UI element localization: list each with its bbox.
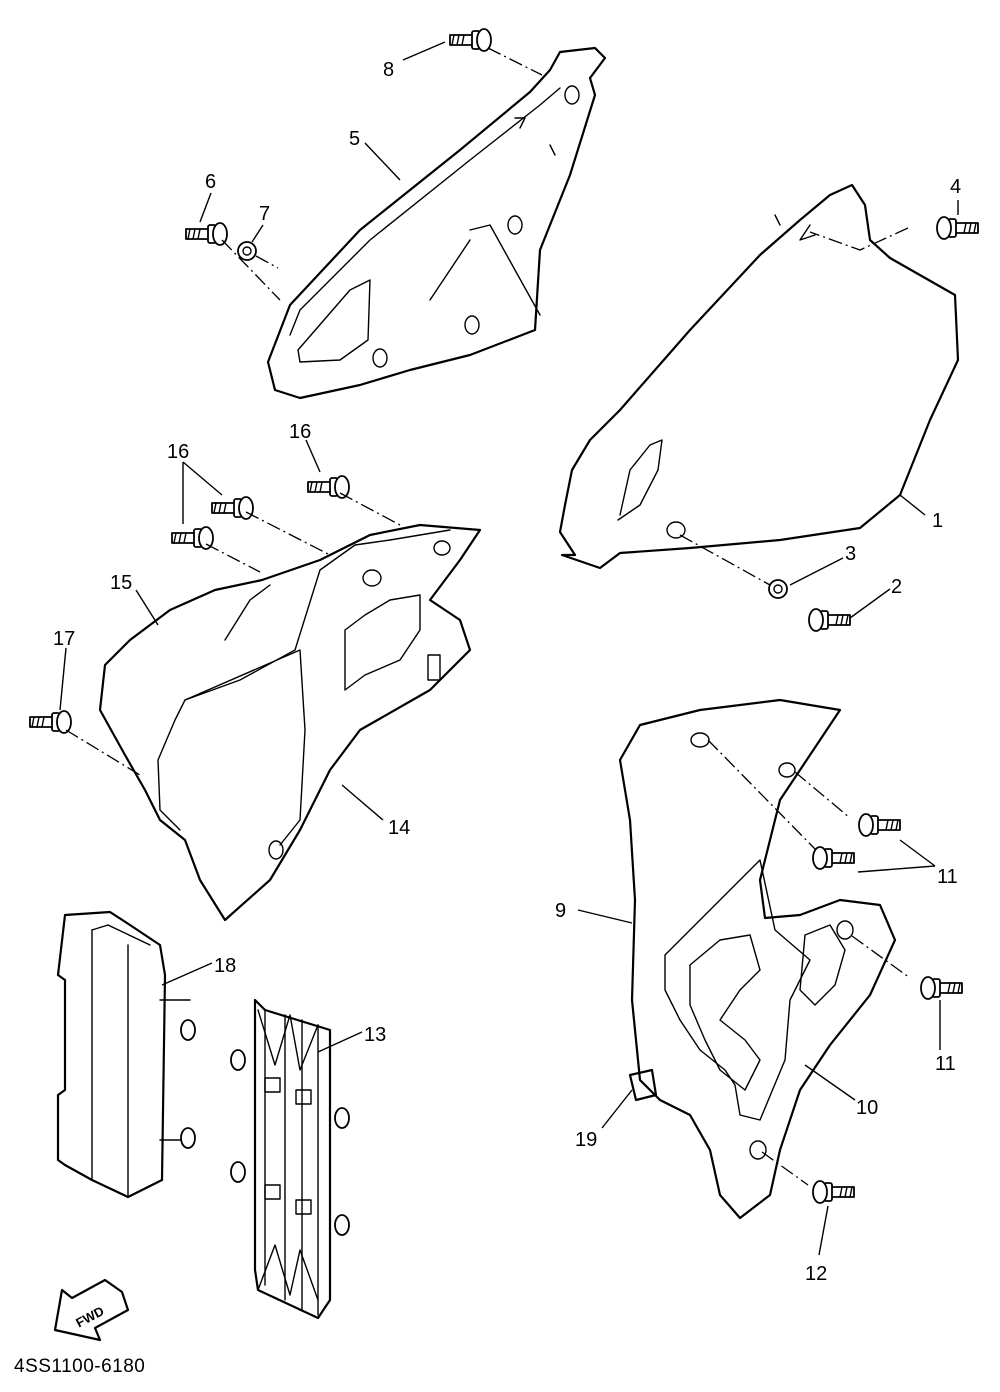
part-6-bolt — [185, 222, 228, 246]
callout-1: 1 — [932, 510, 943, 532]
callout-13: 13 — [364, 1024, 386, 1046]
callout-16-left: 16 — [167, 441, 189, 463]
callout-8: 8 — [383, 59, 394, 81]
part-1-right-side-cover — [558, 183, 960, 570]
callout-3: 3 — [845, 543, 856, 565]
callout-14: 14 — [388, 817, 410, 839]
callout-11-top: 11 — [937, 866, 958, 888]
fwd-arrow: FWD — [53, 1278, 130, 1342]
part-7-collar — [237, 241, 257, 261]
callouts: 8 5 6 7 4 1 3 2 16 16 15 17 14 11 9 11 1… — [53, 59, 961, 1285]
part-18-radiator-guard — [56, 910, 196, 1199]
part-5-upper-side-cover — [266, 46, 607, 400]
callout-12: 12 — [805, 1263, 827, 1285]
leader-lines — [59, 41, 959, 1256]
part-12-bolt — [812, 1180, 855, 1204]
part-19-clip-nut — [628, 1068, 658, 1102]
part-11-bolt-b — [812, 846, 855, 870]
part-17-bolt — [29, 710, 72, 734]
callout-7: 7 — [259, 203, 270, 225]
callout-15: 15 — [110, 572, 132, 594]
callout-16-top: 16 — [289, 421, 311, 443]
part-11-bolt-a — [858, 813, 901, 837]
callout-4: 4 — [950, 176, 961, 198]
part-9-10-left-cover — [618, 698, 897, 1220]
callout-17: 17 — [53, 628, 75, 650]
part-14-15-shroud — [98, 523, 482, 922]
callout-18: 18 — [214, 955, 236, 977]
fwd-label: FWD — [73, 1303, 106, 1330]
callout-9: 9 — [555, 900, 566, 922]
part-8-bolt — [449, 28, 492, 52]
part-16-bolt-c — [171, 526, 214, 550]
diagram-code: 4SS1100-6180 — [14, 1356, 146, 1377]
part-4-bolt — [936, 216, 979, 240]
callout-10: 10 — [856, 1097, 878, 1119]
callout-11-right: 11 — [935, 1053, 956, 1075]
part-11-bolt-c — [920, 976, 963, 1000]
callout-2: 2 — [891, 576, 902, 598]
callout-6: 6 — [205, 171, 216, 193]
part-3-collar — [768, 579, 788, 599]
callout-19: 19 — [575, 1129, 597, 1151]
part-13-radiator-louvre — [230, 998, 350, 1320]
part-16-bolt-b — [211, 496, 254, 520]
callout-5: 5 — [349, 128, 360, 150]
assembly-lines — [65, 47, 911, 1186]
part-2-bolt — [808, 608, 851, 632]
